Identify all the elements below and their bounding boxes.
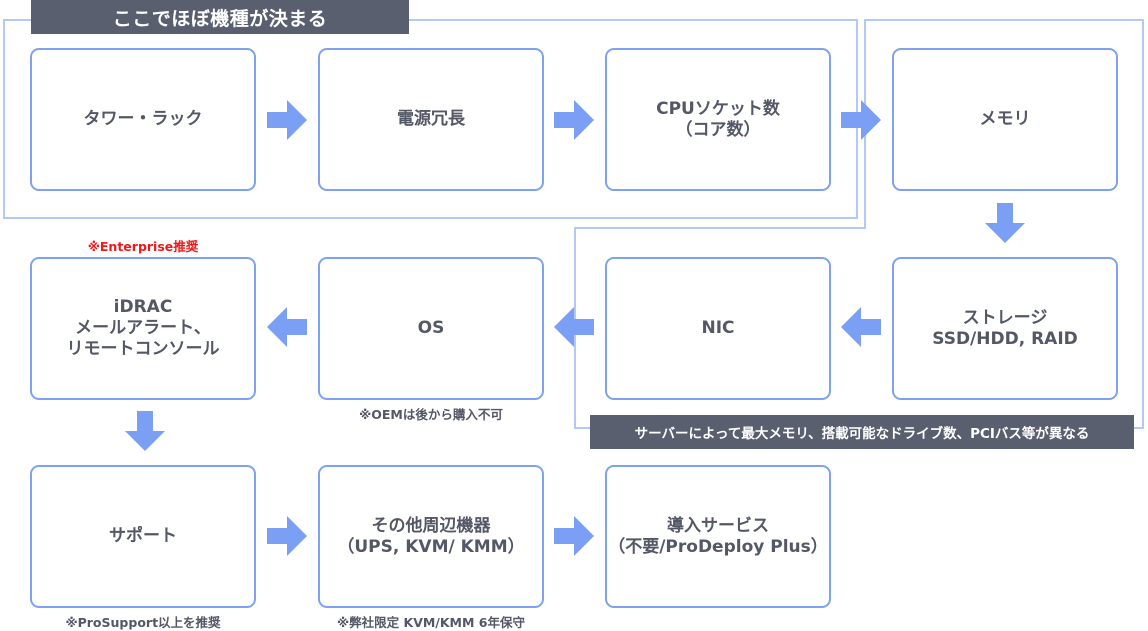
step-os: OS	[318, 257, 544, 400]
step-support: サポート	[30, 465, 256, 608]
step-label: ストレージ SSD/HDD, RAID	[932, 307, 1078, 349]
arrow-left-icon	[841, 307, 881, 347]
step-storage: ストレージ SSD/HDD, RAID	[892, 257, 1118, 400]
model-decision-banner: ここでほぼ機種が決まる	[31, 0, 409, 34]
step-power-redundancy: 電源冗長	[318, 48, 544, 191]
arrow-right-icon	[267, 516, 307, 556]
step-label: 電源冗長	[397, 109, 465, 129]
step-label: その他周辺機器 （UPS, KVM/ KMM）	[337, 515, 525, 557]
step-label: iDRAC メールアラート、 リモートコンソール	[66, 297, 220, 359]
step-label: CPUソケット数 （コア数）	[656, 98, 780, 140]
arrow-right-icon	[554, 100, 594, 140]
step-label: 導入サービス （不要/ProDeploy Plus）	[608, 515, 828, 557]
arrow-down-icon	[985, 203, 1025, 243]
idrac-note: ※Enterprise推奨	[87, 239, 199, 254]
arrow-left-icon	[267, 307, 307, 347]
step-cpu: CPUソケット数 （コア数）	[605, 48, 831, 191]
step-label: OS	[417, 318, 445, 338]
os-note: ※OEMは後から購入不可	[359, 407, 503, 422]
arrow-right-icon	[267, 100, 307, 140]
step-idrac: iDRAC メールアラート、 リモートコンソール	[30, 257, 256, 400]
peripherals-note: ※弊社限定 KVM/KMM 6年保守	[337, 615, 525, 630]
step-label: NIC	[701, 318, 735, 338]
step-label: タワー・ラック	[83, 109, 203, 129]
arrow-left-icon	[554, 307, 594, 347]
step-deploy: 導入サービス （不要/ProDeploy Plus）	[605, 465, 831, 608]
step-peripherals: その他周辺機器 （UPS, KVM/ KMM）	[318, 465, 544, 608]
arrow-right-icon	[554, 516, 594, 556]
server-capacity-banner: サーバーによって最大メモリ、搭載可能なドライブ数、PCIバス等が異なる	[590, 415, 1134, 449]
step-form-factor: タワー・ラック	[30, 48, 256, 191]
arrow-right-icon	[841, 100, 881, 140]
step-label: サポート	[109, 526, 177, 546]
support-note: ※ProSupport以上を推奨	[65, 615, 221, 630]
server-capacity-frame	[574, 19, 1144, 429]
step-memory: メモリ	[892, 48, 1118, 191]
arrow-down-icon	[125, 411, 165, 451]
step-label: メモリ	[979, 109, 1031, 129]
step-nic: NIC	[605, 257, 831, 400]
